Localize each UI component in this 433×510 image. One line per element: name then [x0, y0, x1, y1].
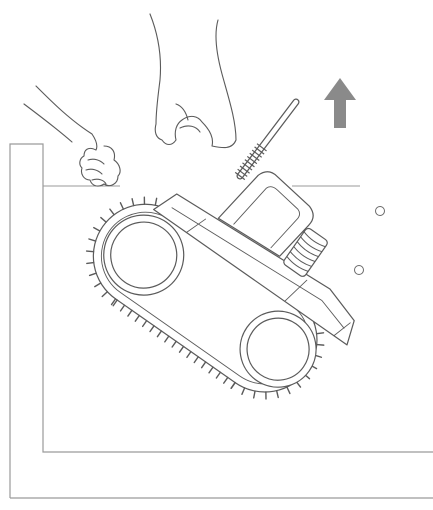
pool-wall	[9, 143, 433, 499]
track-tooth	[286, 386, 291, 395]
swivel-coil	[293, 246, 316, 262]
track-tooth	[134, 314, 141, 322]
robot-handle	[217, 171, 314, 257]
track-tooth	[109, 208, 115, 216]
track-tooth	[119, 304, 126, 312]
track-tooth	[241, 387, 246, 395]
swivel-coil	[303, 231, 326, 248]
rear-wheel	[103, 214, 185, 296]
cable-rib	[249, 152, 260, 161]
track-tooth	[94, 282, 102, 288]
track-tooth	[253, 390, 256, 399]
front-wheel	[239, 310, 317, 388]
cable-rib	[246, 155, 258, 165]
cable-rib	[242, 162, 253, 171]
track-tooth	[208, 366, 214, 374]
cable-rib	[251, 149, 263, 158]
cable-rib	[254, 146, 265, 155]
track-tooth	[315, 332, 325, 335]
cable-rib	[237, 168, 248, 177]
track-tooth	[178, 345, 185, 353]
track-tooth	[143, 196, 146, 205]
track-tooth	[164, 335, 170, 343]
track-tooth	[112, 299, 118, 307]
bubbles	[354, 206, 385, 275]
track-tooth	[154, 197, 158, 206]
up-arrow-icon	[324, 78, 356, 128]
track-tooth	[316, 343, 325, 346]
left-hand	[23, 85, 121, 187]
track-tooth	[230, 381, 236, 390]
track-tooth	[88, 238, 97, 242]
track-tooth	[131, 198, 135, 207]
swivel-coil	[286, 256, 309, 272]
track-tooth	[127, 309, 133, 317]
track-tooth	[86, 261, 95, 265]
track-tooth	[119, 202, 125, 210]
right-hand	[149, 13, 237, 149]
track-tooth	[215, 371, 222, 379]
track-tooth	[93, 226, 101, 232]
robot-cleaner	[85, 171, 355, 400]
track-tooth	[156, 330, 163, 338]
track-tooth	[141, 319, 148, 328]
swivel-coil	[296, 241, 319, 258]
track-tooth	[85, 250, 95, 253]
bubble-icon	[375, 206, 385, 216]
track-tooth	[88, 272, 97, 277]
track-tooth	[186, 350, 192, 359]
track-tooth	[200, 361, 207, 369]
track-tooth	[149, 325, 155, 333]
track-tooth	[265, 391, 267, 400]
track-tooth	[275, 389, 279, 399]
track-tooth	[110, 298, 117, 306]
track-tooth	[171, 340, 177, 348]
cable-rib	[234, 171, 246, 181]
cable-rib	[239, 165, 250, 174]
track-tooth	[193, 356, 199, 364]
track-tooth	[100, 216, 107, 223]
cable-swivel	[283, 227, 328, 277]
floating-cable	[234, 98, 300, 181]
track-tooth	[223, 376, 229, 384]
track-tooth	[101, 291, 109, 298]
cable-rib	[244, 159, 255, 168]
swivel-coil	[289, 251, 312, 267]
bubble-icon	[354, 265, 364, 275]
swivel-coil	[300, 236, 323, 253]
robot-housing	[153, 193, 355, 346]
cable-rib	[256, 143, 267, 152]
